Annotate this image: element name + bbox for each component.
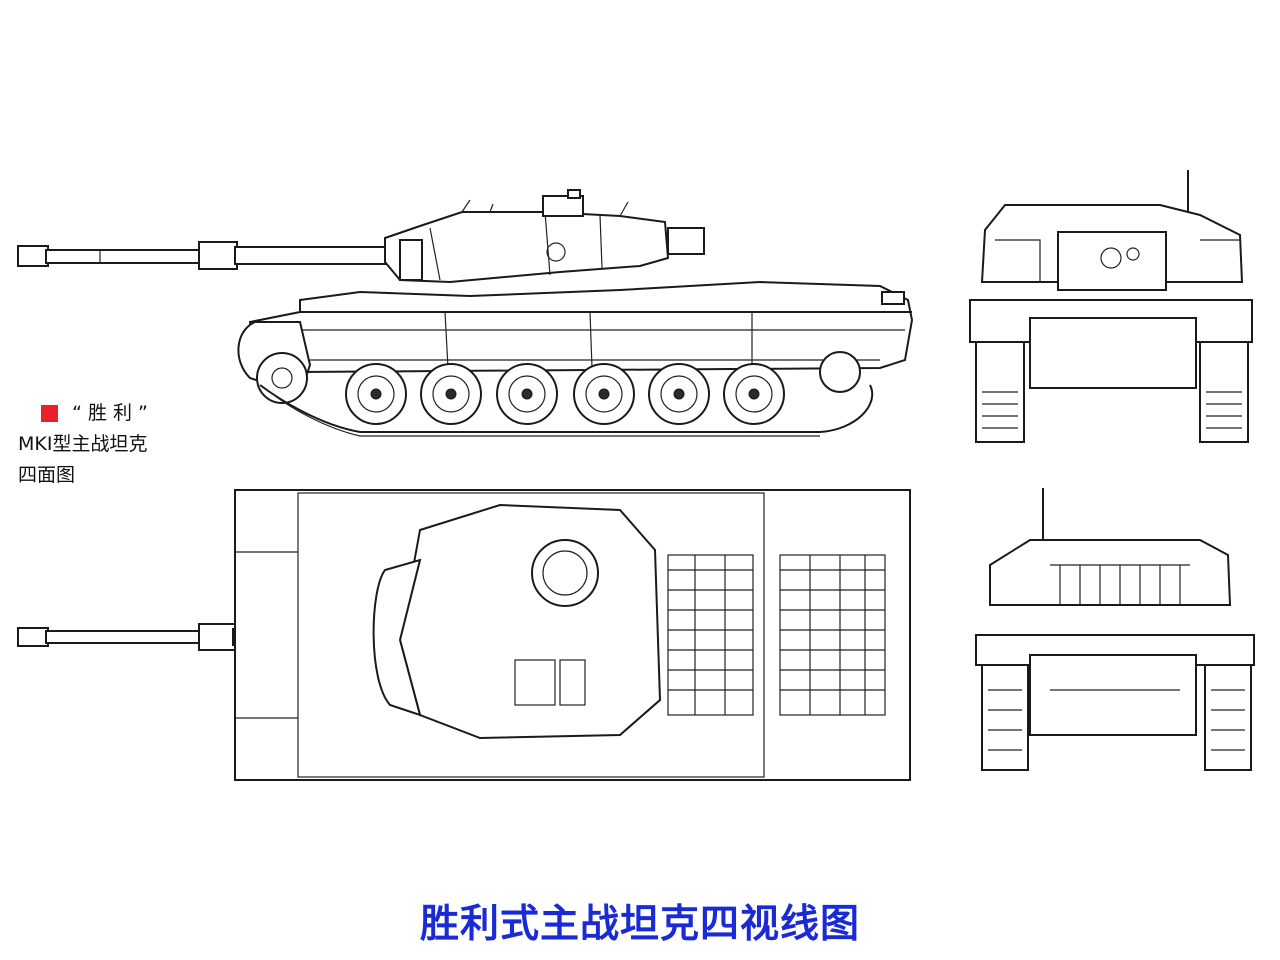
side-idler-wheel <box>256 352 308 404</box>
rear-tracks <box>981 664 1252 771</box>
rear-view <box>975 488 1255 771</box>
front-view <box>969 170 1253 443</box>
top-turret <box>398 503 662 740</box>
caption-line-1: “胜利” <box>72 402 154 424</box>
rear-turret <box>989 539 1232 606</box>
side-view <box>17 189 914 437</box>
figure-title: 胜利式主战坦克四视线图 <box>419 902 860 947</box>
side-gun-barrel <box>17 241 396 270</box>
top-view <box>17 489 911 781</box>
drawing-caption: “胜利” MKI型主战坦克 四面图 <box>18 398 228 491</box>
front-tracks <box>975 341 1249 443</box>
red-square-marker <box>41 405 58 422</box>
top-engine-deck <box>667 554 886 716</box>
side-track <box>259 384 873 433</box>
caption-line-2: MKI型主战坦克 <box>18 433 148 455</box>
caption-line-3: 四面图 <box>18 464 76 486</box>
side-hull <box>248 280 914 374</box>
side-turret <box>384 189 705 284</box>
side-drive-sprocket <box>819 351 861 393</box>
commander-cupola <box>531 539 599 607</box>
side-road-wheels <box>345 363 785 425</box>
